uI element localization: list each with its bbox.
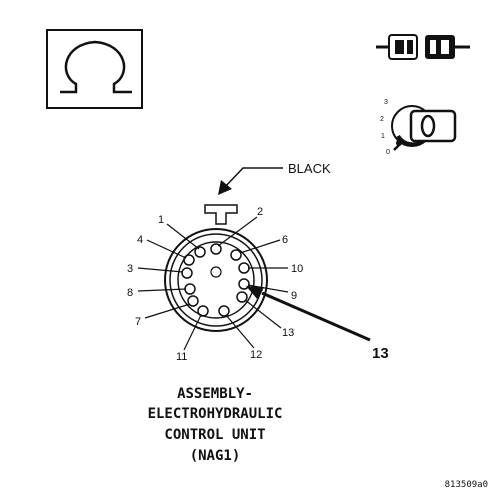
ignition-position-2: 2 (380, 116, 384, 123)
pin-label-12: 12 (250, 349, 262, 361)
ignition-position-1: 1 (381, 133, 385, 140)
cavity-3 (181, 267, 193, 279)
pin-leader-lines (137, 216, 289, 351)
pin-label-4: 4 (137, 234, 143, 246)
pin-label-7: 7 (135, 316, 141, 328)
ignition-key-off-icon: 3 2 1 0 (380, 99, 457, 156)
wire-color-label: BLACK (288, 161, 331, 176)
cavity-7 (187, 295, 199, 307)
pin-label-13: 13 (282, 327, 294, 339)
title-line-4: (NAG1) (190, 448, 241, 464)
pin-label-8: 8 (127, 287, 133, 299)
pin-label-9: 9 (291, 290, 297, 302)
pin-labels: 1 2 3 4 6 7 8 9 10 11 12 13 (127, 206, 303, 363)
disconnected-connector-icon (376, 34, 470, 60)
title-line-2: ELECTROHYDRAULIC (148, 406, 283, 422)
cavity-2 (210, 243, 222, 255)
pin-label-6: 6 (282, 234, 288, 246)
cavity-6 (230, 249, 242, 261)
title-line-1: ASSEMBLY- (177, 386, 253, 402)
cavity-11 (197, 305, 209, 317)
wire-color-callout: BLACK (218, 161, 331, 195)
component-title: ASSEMBLY- ELECTROHYDRAULIC CONTROL UNIT … (148, 386, 283, 464)
cavity-12 (218, 305, 230, 317)
pin-label-2: 2 (257, 206, 263, 218)
ohmmeter-omega-icon (46, 29, 143, 109)
cavity-1 (194, 246, 206, 258)
pin-label-10: 10 (291, 263, 303, 275)
pin-label-1: 1 (158, 214, 164, 226)
pin-label-3: 3 (127, 263, 133, 275)
cavity-9 (238, 278, 250, 290)
cavity-4 (183, 254, 195, 266)
test-pin-callout: 13 (246, 286, 389, 362)
pin-label-11: 11 (176, 351, 187, 363)
ignition-position-0: 0 (386, 149, 390, 156)
title-line-3: CONTROL UNIT (164, 427, 265, 443)
callout-label: 13 (372, 345, 389, 362)
cavity-13 (236, 291, 248, 303)
ignition-position-3: 3 (384, 99, 388, 106)
connector-cavities (181, 243, 250, 317)
figure-code: 813509a0 (445, 480, 488, 490)
